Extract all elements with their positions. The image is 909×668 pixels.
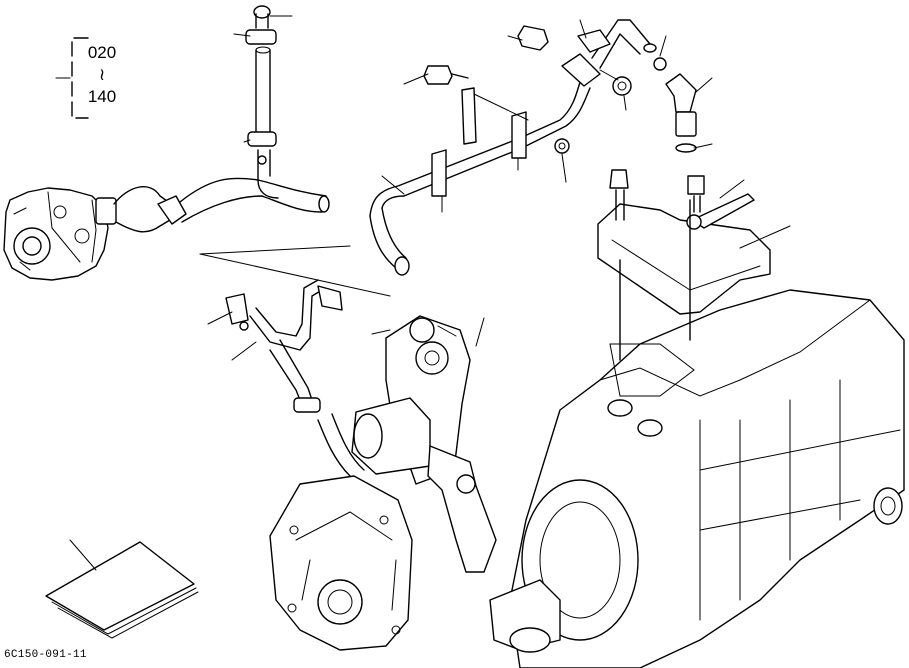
fitting-bolts	[423, 25, 667, 154]
range-separator: ≀	[98, 65, 106, 84]
range-start-label: 020	[87, 43, 117, 62]
suction-hose[interactable]	[113, 177, 330, 233]
vertical-hose[interactable]	[245, 5, 293, 199]
leader-lines	[69, 19, 791, 571]
transmission-case[interactable]	[489, 199, 905, 668]
range-end-label: 140	[87, 87, 117, 106]
operators-manual[interactable]	[45, 541, 199, 639]
hydraulic-pump[interactable]	[3, 187, 117, 281]
figure-code: 6C150-091-11	[4, 649, 87, 661]
gear-case-cover[interactable]	[269, 475, 413, 651]
steering-unit[interactable]	[351, 315, 497, 573]
elbow-fitting	[665, 73, 697, 153]
return-hose[interactable]	[225, 279, 365, 477]
steering-pipe[interactable]	[369, 19, 657, 276]
mounting-bracket[interactable]	[597, 169, 771, 315]
range-bracket	[55, 37, 89, 119]
